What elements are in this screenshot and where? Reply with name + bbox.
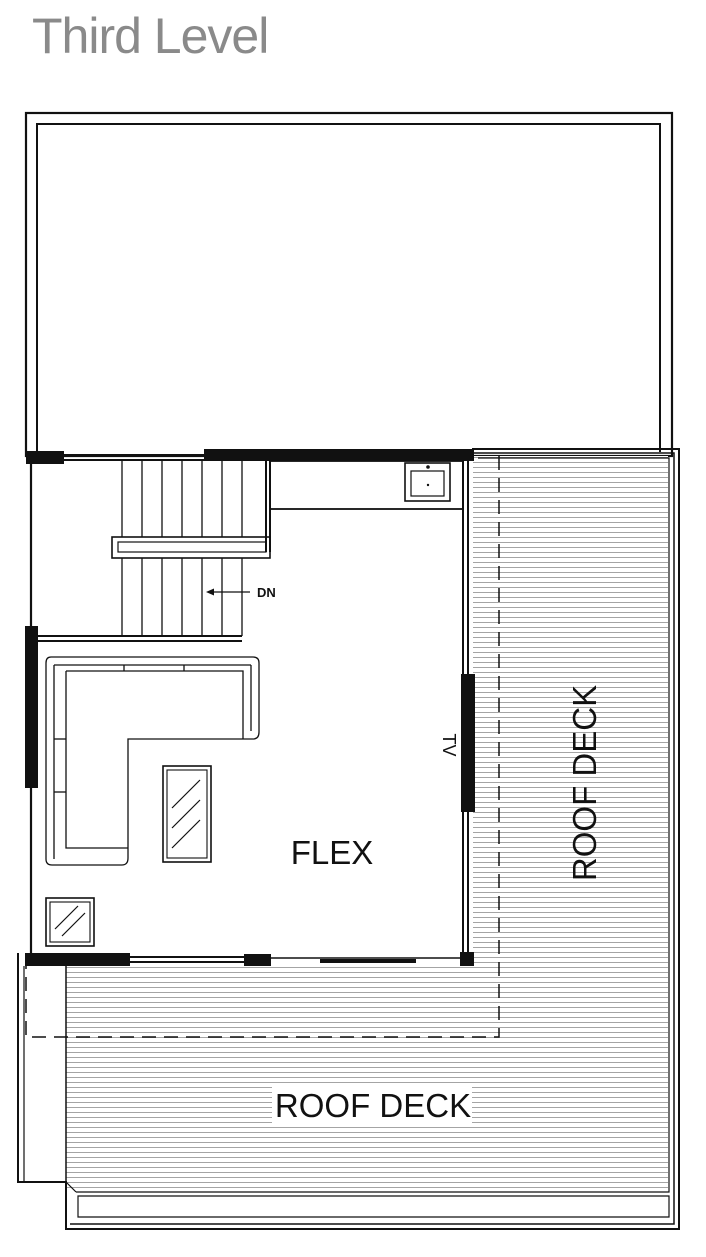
page-title: Third Level (32, 8, 269, 64)
roof-deck-bottom-label: ROOF DECK (275, 1087, 471, 1124)
roof-deck-label-backdrop (272, 1086, 472, 1126)
stair-down-arrow (206, 588, 250, 596)
coffee-table (162, 765, 212, 863)
overhang-dashed-line (25, 456, 500, 1038)
roof-deck-surface (66, 456, 668, 1192)
staircase (38, 461, 271, 642)
interior-walls (25, 449, 475, 966)
roof-deck-edge (17, 448, 680, 1230)
tv-label: TV (439, 733, 459, 756)
sink-counter (269, 460, 464, 510)
flex-room-label: FLEX (291, 834, 374, 871)
roof-deck-side-label: ROOF DECK (566, 685, 603, 881)
side-table (45, 897, 95, 947)
stair-dn-label: DN (257, 585, 276, 600)
sectional-sofa (45, 656, 260, 866)
upper-roof-area (24, 111, 674, 458)
